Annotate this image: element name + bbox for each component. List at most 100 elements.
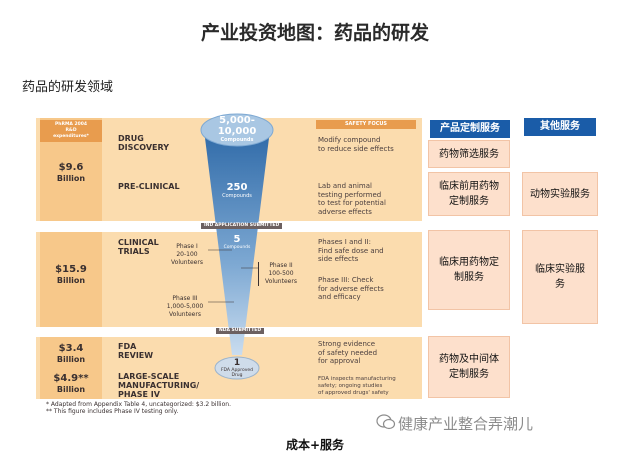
custom-service-box: 临床用药物定制服务 [428,230,510,310]
funnel-low-unit: Compounds [223,245,251,250]
desc-line: Lab and animal [318,182,372,190]
expenditure-manufacturing: $4.9** Billion [40,373,102,395]
funnel-low-count: 5 [233,234,241,245]
box-line: 临床前用药物 [439,181,499,192]
box-line: 药物及中间体 [439,354,499,365]
funnel-top-count: 5,000- [219,115,255,126]
funnel-end-count: 1 [233,358,241,368]
box-line: 药物筛选服务 [439,148,499,160]
funnel-mid-count: 250 [226,182,248,193]
desc-line: of approved drugs' safety [318,390,389,396]
money-unit: Billion [56,276,86,285]
funnel-top-ellipse [200,113,274,147]
stage-line: DRUG [118,134,144,143]
phase-line: Volunteers [169,311,201,318]
custom-service-box: 药物筛选服务 [428,140,510,168]
desc-line: Strong evidence [318,340,376,348]
other-service-box: 临床实验服务 [522,230,598,324]
desc-line: Phase III: Check [318,276,374,284]
funnel-end-unit: FDA Approved [220,368,254,373]
desc-line: of safety needed [318,348,378,357]
funnel-mid-label: 250 Compounds [217,182,257,199]
desc-manufacturing: FDA inspects manufacturing safety; ongoi… [318,376,418,397]
desc-discovery: Modify compound to reduce side effects [318,136,418,153]
money-unit: Billion [56,385,86,394]
money-unit: Billion [56,355,86,364]
ind-divider-label: IND APPLICATION SUBMITTED [201,223,283,229]
money-unit: Billion [56,174,86,183]
funnel-graphic [200,113,274,380]
funnel-mid-unit: Compounds [222,193,252,199]
custom-service-header: 产品定制服务 [430,120,510,138]
phase-line: Phase II [269,262,293,269]
phase-1-label: Phase I 20-100 Volunteers [166,243,208,267]
funnel-end-ellipse [214,356,260,380]
desc-line: adverse effects [318,207,372,216]
stage-pre-clinical: PRE-CLINICAL [118,182,180,191]
money-value: $4.9** [53,373,89,384]
bottom-label: 成本+服务 [285,438,345,452]
money-value: $15.9 [55,264,87,275]
stage-line: MANUFACTURING/ [118,381,200,390]
phase-line: Volunteers [265,278,297,285]
stage-line: FDA [118,342,137,351]
desc-line: to test for potential [318,199,386,207]
desc-line: and efficacy [318,293,361,301]
phase-line: Volunteers [171,259,203,266]
other-service-header: 其他服务 [524,118,596,136]
stage-drug-discovery: DRUG DISCOVERY [118,134,169,152]
footnote-1: * Adapted from Appendix Table 4, uncateg… [46,401,231,408]
desc-phase-3: Phase III: Check for adverse effects and… [318,276,418,302]
phase-2-label: Phase II 100-500 Volunteers [258,262,303,286]
stage-fda-review: FDA REVIEW [118,342,153,360]
stage-line: CLINICAL [118,238,159,247]
section-subtitle: 药品的研发领域 [22,80,114,95]
desc-line: FDA inspects manufacturing [318,376,396,382]
custom-service-box: 药物及中间体定制服务 [428,336,510,398]
box-line: 务 [555,279,565,290]
expenditure-discovery: $9.6 Billion [40,162,102,184]
phase-line: 20-100 [176,251,198,258]
desc-line: Phases I and II: [318,238,371,246]
phase-line: Phase I [176,243,198,250]
desc-line: side effects [318,255,359,263]
desc-line: Find safe dose and [318,246,384,255]
box-line: 定制服务 [449,196,489,207]
funnel-low-label: 5 Compounds [217,234,257,250]
desc-line: to reduce side effects [318,144,394,153]
box-line: 动物实验服务 [530,188,590,200]
stage-line: REVIEW [118,351,154,360]
other-service-box: 动物实验服务 [522,172,598,216]
box-line: 制服务 [454,272,484,283]
custom-service-box: 临床前用药物定制服务 [428,172,510,216]
nda-divider-label: NDA SUBMITTED [216,328,265,334]
money-value: $9.6 [58,162,84,173]
watermark-text: 健康产业整合弄潮儿 [398,415,534,433]
desc-line: testing performed [318,190,382,199]
box-line: 定制服务 [449,369,489,380]
phase-3-label: Phase III 1,000-5,000 Volunteers [161,295,209,319]
stage-line: PHASE IV [118,390,160,399]
phase-line: 100-500 [268,270,294,277]
expenditure-review: $3.4 Billion [40,343,102,365]
footnote-2: ** This figure includes Phase IV testing… [46,408,179,415]
stage-line: TRIALS [118,247,150,256]
stage-line: DISCOVERY [118,143,170,152]
expenditure-column-2 [40,232,102,327]
left-header: PhRMA 2004 R&D expenditures* [40,120,102,142]
stage-manufacturing: LARGE-SCALE MANUFACTURING/ PHASE IV [118,372,199,399]
desc-line: for adverse effects [318,284,384,293]
stage-line: LARGE-SCALE [118,372,180,381]
page-title: 产业投资地图：药品的研发 [200,22,429,44]
phase-line: Phase III [172,295,198,302]
right-header: SAFETY FOCUS [316,120,416,129]
funnel-end-label: 1 FDA Approved Drug [212,358,262,379]
box-line: 临床用药物定 [439,257,499,268]
desc-line: Modify compound [318,136,381,144]
expenditure-clinical: $15.9 Billion [40,264,102,286]
wechat-icon [376,414,396,430]
desc-fda-review: Strong evidence of safety needed for app… [318,340,418,366]
funnel-top-count: 10,000 [217,126,257,137]
phase-line: 1,000-5,000 [166,303,204,310]
drug-development-diagram: PhRMA 2004 R&D expenditures* SAFETY FOCU… [36,110,422,415]
